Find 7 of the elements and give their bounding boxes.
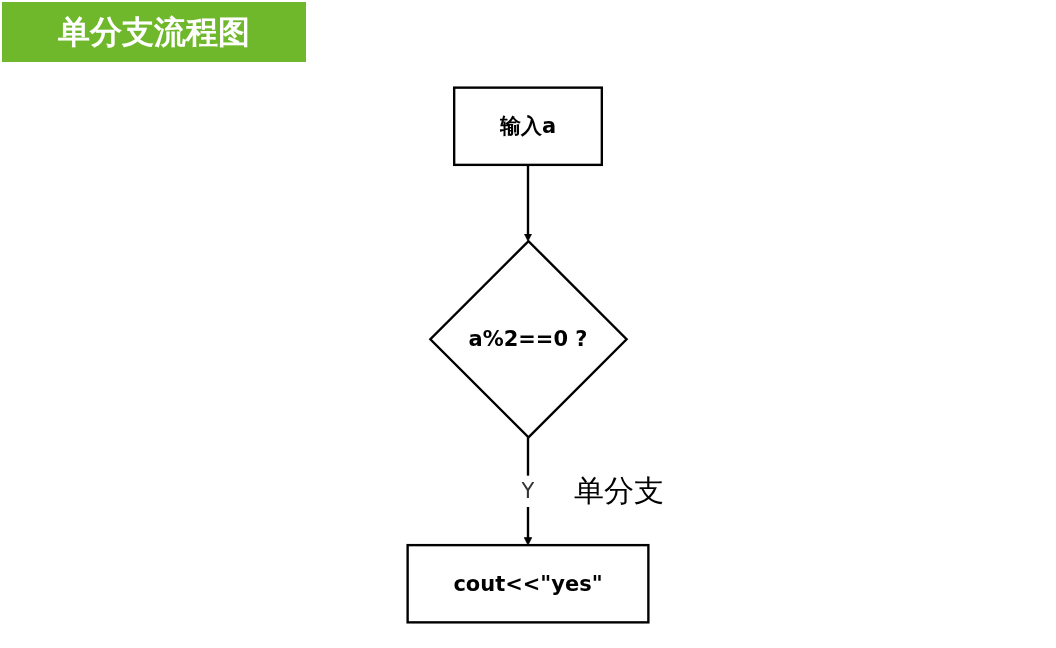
title-banner: 单分支流程图 <box>2 2 306 62</box>
node-box: cout<<"yes" <box>406 543 650 624</box>
note-text: 单分支 <box>574 472 665 511</box>
node-box: 输入a <box>453 86 604 167</box>
node-diamond: a%2==0 ? <box>428 239 629 440</box>
edge-label: Y <box>521 479 535 504</box>
arrow <box>523 164 533 242</box>
